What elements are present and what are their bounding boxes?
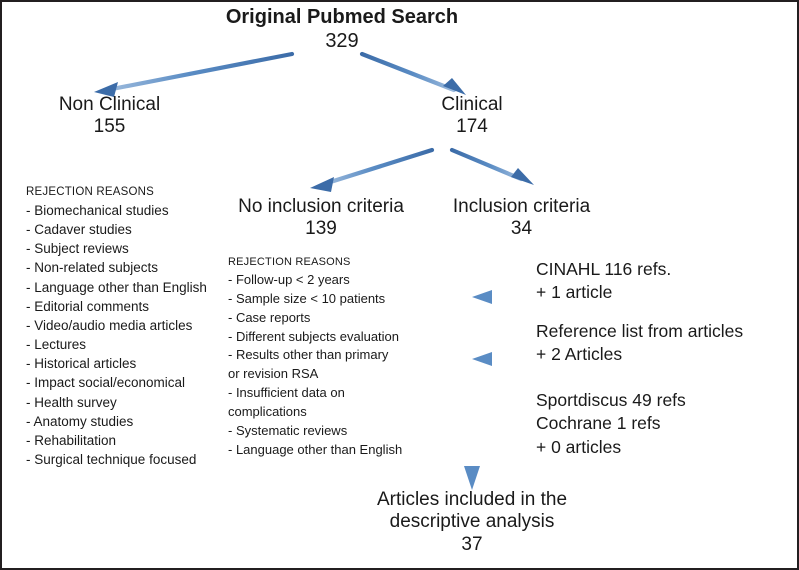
- arrow-clinical-to-noinclusion: [310, 147, 435, 192]
- node-original-search-count: 329: [325, 29, 359, 52]
- node-original-search-label: Original Pubmed Search: [225, 6, 459, 28]
- reason-item: - Results other than primary: [228, 347, 389, 363]
- reason-item: - Anatomy studies: [26, 413, 134, 429]
- reason-item: complications: [228, 403, 307, 419]
- node-clinical-count: 174: [456, 116, 488, 138]
- reason-item: - Case reports: [228, 309, 311, 325]
- reason-item: or revision RSA: [228, 366, 319, 382]
- reason-item: - Health survey: [26, 394, 117, 410]
- reason-item: - Surgical technique focused: [26, 452, 197, 468]
- reason-item: - Cadaver studies: [26, 222, 132, 238]
- reason-item: - Non-related subjects: [26, 260, 159, 276]
- node-inclusion-criteria-count: 34: [510, 218, 533, 240]
- reason-item: - Subject reviews: [26, 241, 129, 257]
- node-no-inclusion-criteria-count: 139: [305, 218, 337, 240]
- node-articles-included-line1: Articles included in the: [376, 489, 568, 510]
- reason-item: - Follow-up < 2 years: [228, 272, 350, 287]
- node-clinical-label: Clinical: [441, 94, 503, 115]
- reason-item: - Impact social/economical: [26, 375, 186, 391]
- side-note-sportdiscus-line1: Sportdiscus 49 refs: [536, 390, 686, 410]
- node-original-search: Original Pubmed Search 329: [177, 6, 507, 53]
- node-articles-included: Articles included in the descriptive ana…: [322, 489, 622, 556]
- side-note-sportdiscus: Sportdiscus 49 refs Cochrane 1 refs + 0 …: [536, 389, 686, 459]
- node-clinical: Clinical 174: [382, 94, 562, 139]
- reason-item: - Lectures: [26, 337, 87, 353]
- node-inclusion-criteria-label: Inclusion criteria: [452, 196, 591, 217]
- arrow-reference-list-into-trunk: [472, 352, 532, 366]
- node-non-clinical-label: Non Clinical: [58, 94, 161, 115]
- side-note-sportdiscus-line3: + 0 articles: [536, 436, 622, 457]
- reason-item: - Rehabilitation: [26, 432, 117, 448]
- reason-item: - Language other than English: [26, 279, 207, 295]
- reason-item: - Historical articles: [26, 356, 137, 372]
- reason-item: - Video/audio media articles: [26, 317, 193, 333]
- arrow-clinical-to-inclusion: [449, 147, 534, 185]
- node-inclusion-criteria: Inclusion criteria 34: [434, 196, 609, 241]
- side-note-sportdiscus-line2: Cochrane 1 refs: [536, 413, 661, 434]
- reason-item: - Language other than English: [228, 441, 403, 457]
- reason-item: - Systematic reviews: [228, 422, 348, 438]
- rejection-reasons-left-title: REJECTION REASONS: [26, 186, 155, 198]
- rejection-reasons-middle-title: REJECTION REASONS: [228, 256, 351, 268]
- node-articles-included-line2: descriptive analysis: [389, 511, 555, 533]
- node-articles-included-count: 37: [461, 533, 483, 555]
- reason-item: - Editorial comments: [26, 298, 150, 314]
- node-non-clinical: Non Clinical 155: [17, 94, 202, 139]
- reason-item: - Different subjects evaluation: [228, 328, 400, 344]
- node-non-clinical-count: 155: [93, 116, 126, 138]
- side-note-cinahl: CINAHL 116 refs. + 1 article: [536, 258, 671, 305]
- reason-item: - Sample size < 10 patients: [228, 290, 386, 306]
- side-note-reference-list-line2: + 2 Articles: [536, 344, 623, 365]
- reason-item: - Insufficient data on: [228, 385, 345, 401]
- side-note-cinahl-line1: CINAHL 116 refs.: [536, 259, 672, 279]
- node-no-inclusion-criteria-label: No inclusion criteria: [238, 196, 404, 217]
- side-note-reference-list: Reference list from articles + 2 Article…: [536, 320, 743, 367]
- reason-item: - Biomechanical studies: [26, 203, 169, 218]
- node-no-inclusion-criteria: No inclusion criteria 139: [215, 196, 427, 241]
- rejection-reasons-middle: REJECTION REASONS - Follow-up < 2 years -…: [228, 256, 448, 459]
- arrow-cinahl-into-trunk: [472, 290, 532, 304]
- side-note-cinahl-line2: + 1 article: [536, 282, 613, 303]
- arrow-root-to-nonclinical: [94, 51, 295, 97]
- arrow-root-to-clinical: [359, 51, 466, 95]
- side-note-reference-list-line1: Reference list from articles: [536, 321, 744, 341]
- arrow-inclusion-to-final: [464, 247, 480, 490]
- rejection-reasons-left: REJECTION REASONS - Biomechanical studie…: [26, 186, 241, 469]
